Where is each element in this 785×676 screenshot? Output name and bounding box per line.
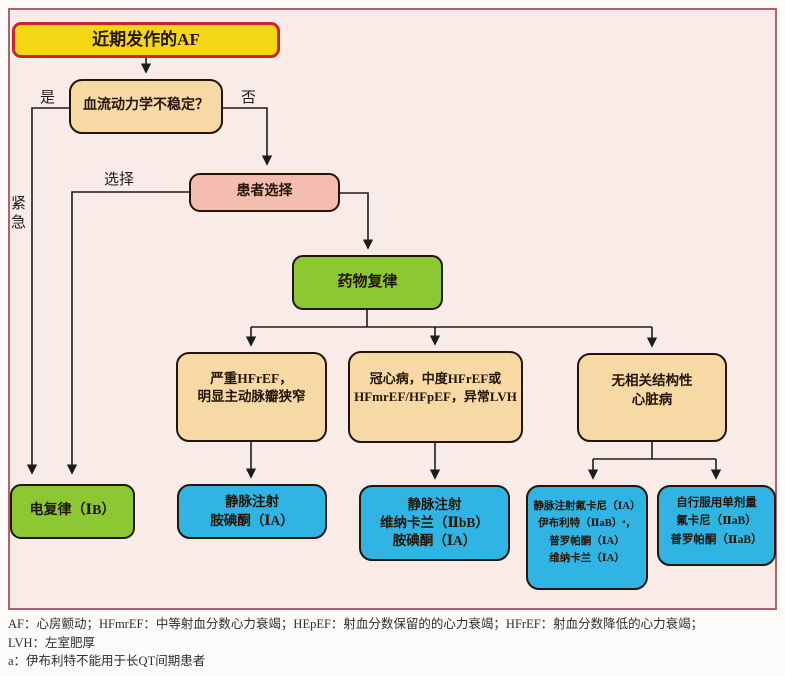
node-hemodynamic-unstable: 血流动力学不稳定？	[69, 79, 223, 134]
footnote-abbreviations: AF：心房颤动；HFmrEF：中等射血分数心力衰竭；HEpEF：射血分数保留的的…	[8, 617, 704, 631]
footnote-a: a：伊布利特不能用于长QT间期患者	[8, 654, 206, 668]
footnotes: AF：心房颤动；HFmrEF：中等射血分数心力衰竭；HEpEF：射血分数保留的的…	[8, 615, 780, 671]
node-iv-flecainide-line2: 伊布利特（ⅡaB）ᵃ，	[538, 518, 636, 530]
node-electrical-cardioversion: 电复律（ⅠB）	[10, 484, 135, 539]
node-iv-flecainide-line3: 普罗帕酮（ⅠA）	[549, 535, 625, 547]
node-patient-choice: 患者选择	[189, 173, 340, 212]
node-drug-cardioversion-label: 药物复律	[337, 274, 398, 291]
node-hemodynamic-label: 血流动力学不稳定？	[83, 98, 209, 114]
node-cad-line2: HFmrEF/HFpEF，异常LVH	[354, 389, 517, 404]
node-iv-amiodarone: 静脉注射 胺碘酮（ⅠA）	[177, 484, 327, 539]
node-severe-hfref-line1: 严重HFrEF，	[210, 370, 293, 386]
node-iv-vernakalant-line2: 维纳卡兰（ⅡbB）	[380, 514, 489, 530]
edge-label-select: 选择	[104, 172, 135, 188]
edge-label-urgent: 紧 急	[11, 196, 27, 231]
edge-label-yes: 是	[40, 90, 56, 106]
node-drug-cardioversion: 药物复律	[292, 255, 443, 310]
node-recent-af: 近期发作的AF	[12, 22, 280, 58]
node-patient-choice-label: 患者选择	[236, 184, 293, 200]
node-no-structural-line1: 无相关结构性	[611, 373, 693, 389]
node-iv-amiodarone-line1: 静脉注射	[225, 494, 279, 510]
node-no-structural-disease: 无相关结构性 心脏病	[577, 353, 727, 442]
node-pill-in-pocket: 自行服用单剂量 氟卡尼（ⅡaB） 普罗帕酮（ⅡaB）	[657, 485, 776, 566]
node-severe-hfref-line2: 明显主动脉瓣狭窄	[197, 389, 306, 404]
node-iv-vernakalant-line3: 胺碘酮（ⅠA）	[392, 533, 477, 549]
node-severe-hfref: 严重HFrEF， 明显主动脉瓣狭窄	[176, 352, 327, 442]
node-recent-af-label: 近期发作的AF	[92, 29, 200, 49]
node-iv-flecainide-line1: 静脉注射氟卡尼（ⅠA）	[533, 500, 641, 512]
node-pill-in-pocket-line3: 普罗帕酮（ⅡaB）	[670, 533, 763, 546]
node-cad-moderate-hf: 冠心病，中度HFrEF或 HFmrEF/HFpEF，异常LVH	[348, 351, 523, 443]
node-electrical-label: 电复律（ⅠB）	[29, 503, 116, 519]
node-no-structural-line2: 心脏病	[631, 391, 673, 407]
node-iv-vernakalant-line1: 静脉注射	[407, 496, 462, 512]
node-iv-vernakalant: 静脉注射 维纳卡兰（ⅡbB） 胺碘酮（ⅠA）	[359, 485, 510, 561]
node-iv-flecainide-group: 静脉注射氟卡尼（ⅠA） 伊布利特（ⅡaB）ᵃ， 普罗帕酮（ⅠA） 维纳卡兰（ⅠA…	[526, 485, 648, 590]
footnote-lvh: LVH：左室肥厚	[8, 635, 96, 650]
node-pill-in-pocket-line2: 氟卡尼（ⅡaB）	[676, 515, 757, 528]
edge-label-no: 否	[241, 90, 257, 106]
node-cad-line1: 冠心病，中度HFrEF或	[369, 371, 502, 387]
node-iv-amiodarone-line2: 胺碘酮（ⅠA）	[210, 512, 294, 528]
node-pill-in-pocket-line1: 自行服用单剂量	[676, 496, 757, 509]
node-iv-flecainide-line4: 维纳卡兰（ⅠA）	[549, 552, 625, 564]
